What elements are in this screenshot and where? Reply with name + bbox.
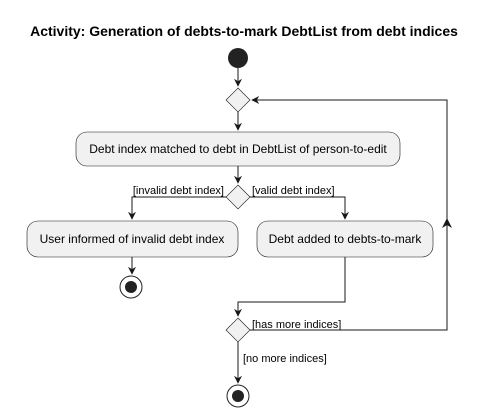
edge-decision-to-invalid <box>128 196 226 220</box>
end-node-invalid <box>119 275 143 299</box>
start-node <box>228 48 248 68</box>
loop-check-diamond <box>225 317 251 343</box>
diagram-title: Activity: Generation of debts-to-mark De… <box>30 23 458 39</box>
guard-valid-index: [valid debt index] <box>252 185 335 197</box>
action-match-label: Debt index matched to debt in DebtList o… <box>89 142 387 156</box>
loop-up-arrow <box>442 218 452 228</box>
guard-no-more: [no more indices] <box>243 353 327 365</box>
end-node-final <box>226 384 250 408</box>
action-invalid: User informed of invalid debt index <box>26 220 239 258</box>
merge-diamond <box>225 87 251 113</box>
edge-added-to-loop-check <box>234 257 346 317</box>
action-match: Debt index matched to debt in DebtList o… <box>75 131 401 167</box>
guard-has-more: [has more indices] <box>252 319 341 331</box>
action-invalid-label: User informed of invalid debt index <box>40 232 225 246</box>
action-added: Debt added to debts-to-mark <box>256 220 434 258</box>
decision-diamond <box>225 184 251 210</box>
action-added-label: Debt added to debts-to-mark <box>269 232 423 246</box>
edge-decision-to-added <box>250 196 349 220</box>
guard-invalid-index: [invalid debt index] <box>133 185 224 197</box>
edge-loop-back <box>250 96 448 331</box>
